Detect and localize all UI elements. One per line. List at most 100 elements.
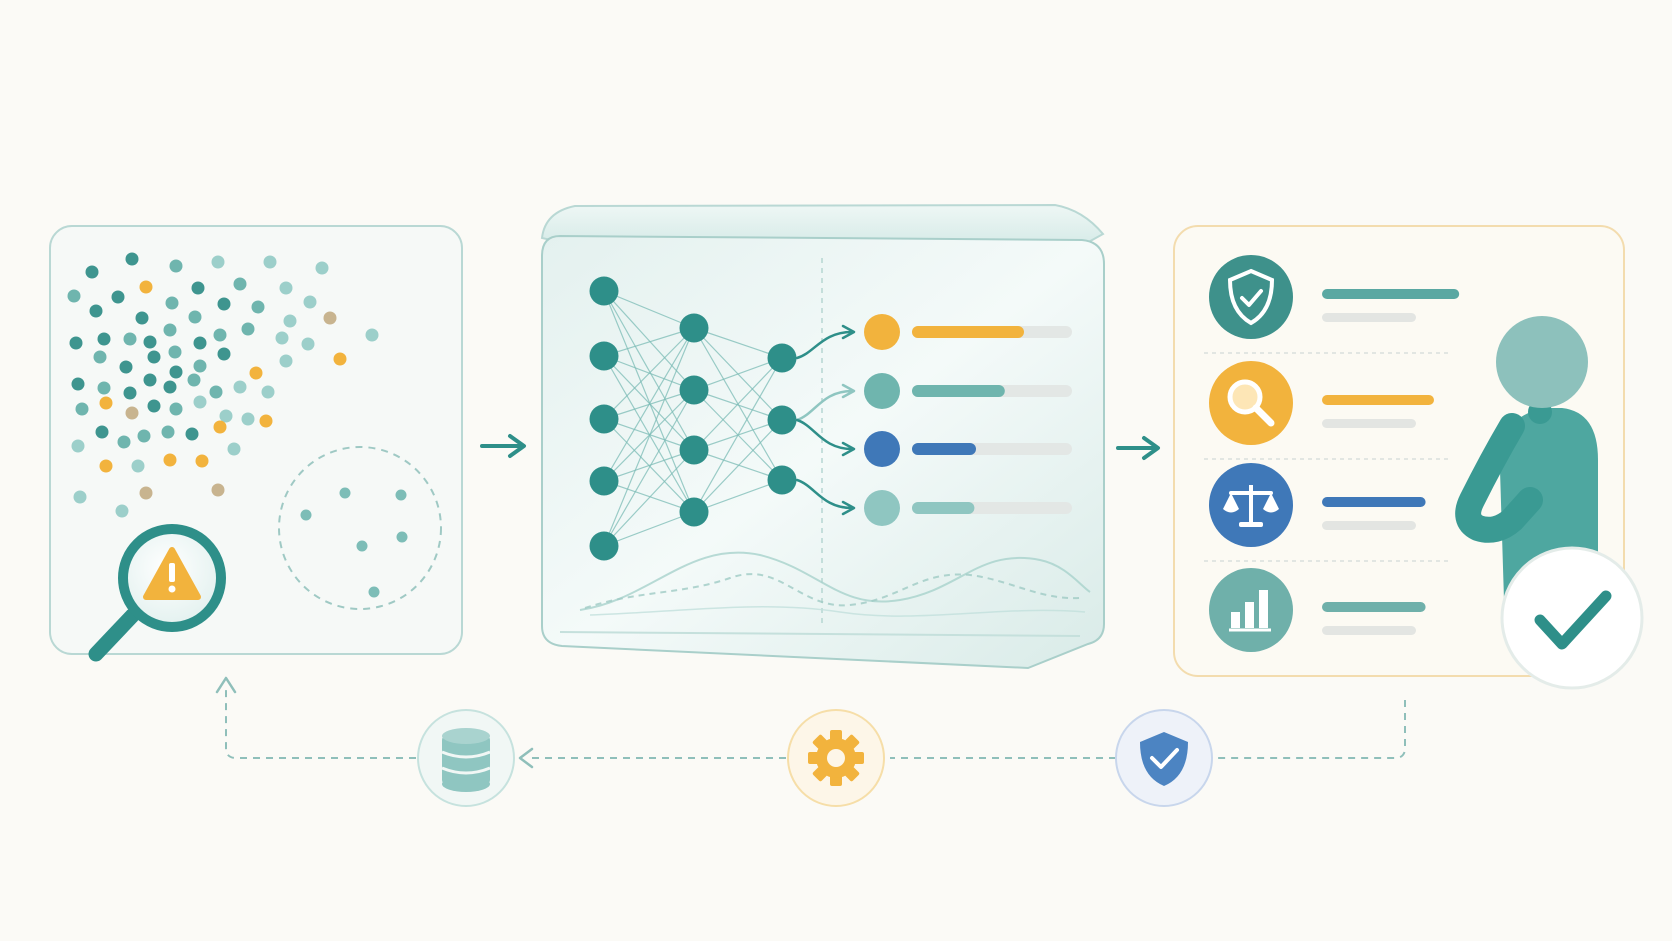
nn-node xyxy=(767,343,797,373)
scatter-dot xyxy=(251,300,265,314)
scatter-dot xyxy=(89,304,103,318)
search-handle xyxy=(1252,404,1275,427)
evaluation-bar xyxy=(1322,395,1434,405)
shield-check xyxy=(1240,289,1263,307)
scatter-dot xyxy=(143,335,157,349)
output-arrow xyxy=(795,330,854,360)
scatter-dots xyxy=(67,252,379,518)
scatter-dot xyxy=(95,425,109,439)
evaluation-subline xyxy=(1322,313,1416,322)
outlier-dots xyxy=(300,487,408,598)
scatter-dot xyxy=(213,328,227,342)
scatter-dot xyxy=(233,277,247,291)
scatter-dot xyxy=(161,425,175,439)
output-bar-fill xyxy=(912,326,1024,338)
scatter-dot xyxy=(131,459,145,473)
output-node xyxy=(864,431,900,467)
nn-edge xyxy=(603,290,695,329)
evaluation-bar xyxy=(1322,602,1426,612)
scatter-dot xyxy=(219,409,233,423)
scatter-dot xyxy=(209,385,223,399)
nn-node xyxy=(679,375,709,405)
nn-edge xyxy=(603,418,695,451)
scatter-dot xyxy=(117,435,131,449)
dashed-cluster xyxy=(278,446,442,610)
scatter-dot xyxy=(279,281,293,295)
scatter-dot xyxy=(125,252,139,266)
scatter-dot xyxy=(193,336,207,350)
data-panel xyxy=(49,225,463,655)
nn-edge xyxy=(603,327,695,547)
evaluation-subline xyxy=(1322,626,1416,635)
scatter-dot xyxy=(233,380,247,394)
nn-edge xyxy=(693,389,783,421)
scatter-dot xyxy=(195,454,209,468)
nn-node xyxy=(679,313,709,343)
output-arrowhead xyxy=(841,324,856,340)
evaluation-checklist xyxy=(1204,255,1460,652)
nn-node xyxy=(589,276,619,306)
balance-scale-icon xyxy=(1204,463,1452,562)
scatter-dot xyxy=(333,352,347,366)
scatter-dot xyxy=(217,347,231,361)
scatter-dot xyxy=(261,385,275,399)
gear-icon xyxy=(787,709,885,807)
scatter-dot xyxy=(187,373,201,387)
nn-node xyxy=(589,466,619,496)
feedback-loop-path xyxy=(225,690,1406,759)
chart-bar xyxy=(1245,602,1254,628)
scatter-dot xyxy=(125,406,139,420)
nn-edge xyxy=(693,327,783,359)
output-arrow xyxy=(795,478,854,510)
nn-edge xyxy=(693,357,783,513)
scatter-dot xyxy=(365,328,379,342)
scatter-dot xyxy=(73,490,87,504)
outlier-dot xyxy=(368,586,380,598)
scatter-dot xyxy=(99,396,113,410)
outlier-dot xyxy=(339,487,351,499)
scatter-dot xyxy=(69,336,83,350)
output-node xyxy=(864,373,900,409)
evaluation-bar xyxy=(1322,497,1426,507)
scatter-dot xyxy=(168,345,182,359)
neural-network xyxy=(589,276,797,561)
scatter-dot xyxy=(111,290,125,304)
scatter-dot xyxy=(163,453,177,467)
output-arrows xyxy=(795,324,856,516)
nn-node xyxy=(679,497,709,527)
shield-check-icon xyxy=(1115,709,1213,807)
scatter-dot xyxy=(123,332,137,346)
scatter-dot xyxy=(283,314,297,328)
nn-edge xyxy=(693,357,783,451)
output-bars xyxy=(864,314,1072,526)
scatter-dot xyxy=(169,402,183,416)
nn-edge xyxy=(693,479,783,513)
scatter-dot xyxy=(119,360,133,374)
scatter-dot xyxy=(169,365,183,379)
nn-node xyxy=(767,405,797,435)
scatter-dot xyxy=(169,259,183,273)
scatter-dot xyxy=(303,295,317,309)
scatter-dot xyxy=(97,381,111,395)
shield-outline xyxy=(1227,268,1275,326)
nn-node xyxy=(589,531,619,561)
scatter-dot xyxy=(139,486,153,500)
scatter-dot xyxy=(211,483,225,497)
evaluation-bar xyxy=(1322,289,1460,299)
output-arrow xyxy=(795,389,854,422)
scatter-dot xyxy=(188,310,202,324)
nn-edge xyxy=(603,290,695,513)
scatter-dot xyxy=(71,377,85,391)
scatter-dot xyxy=(217,297,231,311)
nn-edge xyxy=(603,327,695,420)
output-node xyxy=(864,314,900,350)
wave-lines xyxy=(579,551,1091,617)
scatter-dot xyxy=(123,386,137,400)
scatter-dot xyxy=(85,265,99,279)
scatter-dot xyxy=(75,402,89,416)
scatter-dot xyxy=(193,359,207,373)
nn-edge xyxy=(603,449,695,482)
nn-edge xyxy=(603,511,695,547)
